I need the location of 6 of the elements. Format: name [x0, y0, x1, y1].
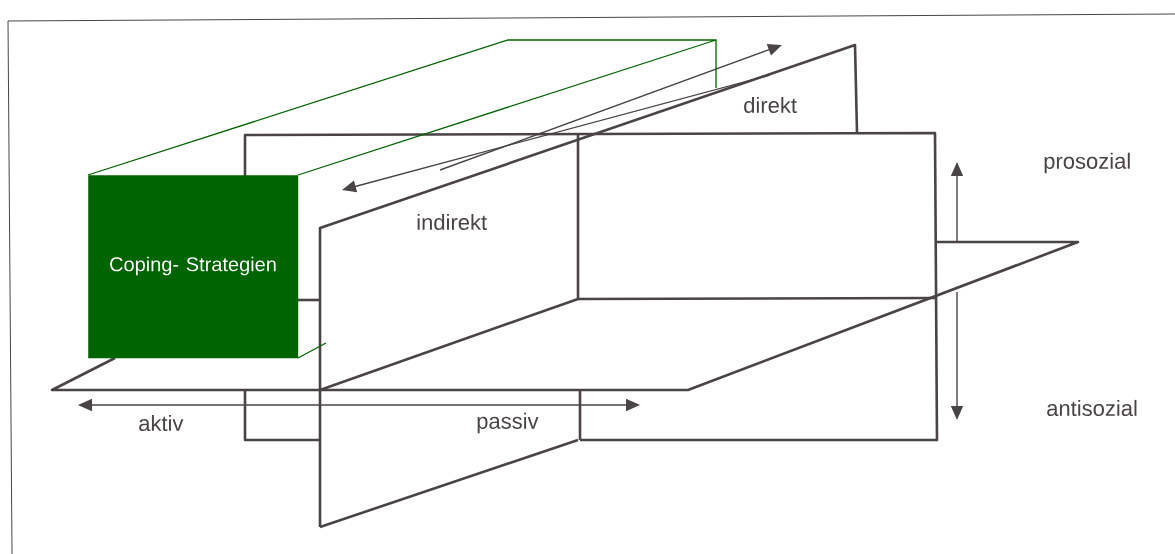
axis-label: passiv: [477, 412, 539, 434]
axis-label: direkt: [744, 96, 797, 114]
axis-label: indirekt: [417, 213, 487, 231]
axis-label: aktiv: [139, 414, 184, 432]
axis-label: antisozial: [1047, 399, 1137, 417]
axis-label: prosozial: [1044, 152, 1130, 174]
